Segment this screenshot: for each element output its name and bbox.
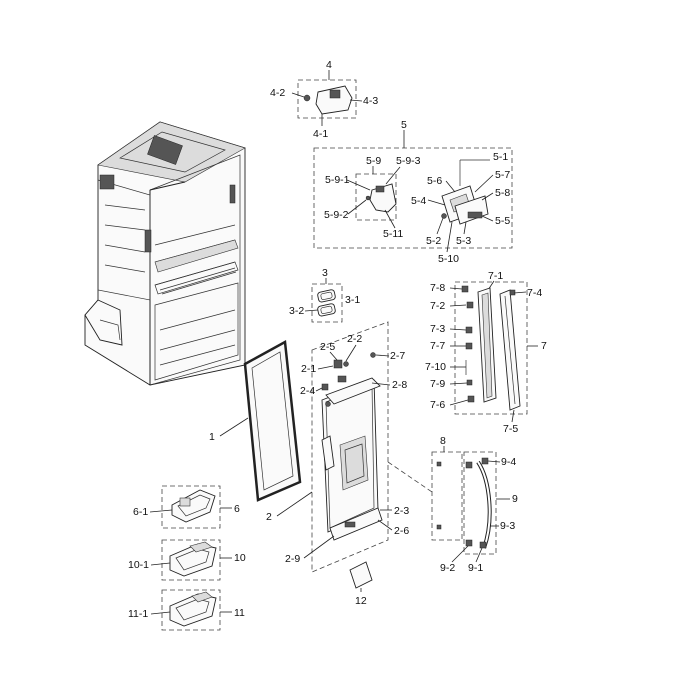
cabinet-drawing [84,121,246,386]
label-5-3: 5-3 [456,235,471,247]
label-5-11: 5-11 [383,228,403,240]
label-7-9: 7-9 [430,378,445,390]
door-assembly: 2-5 2-2 2-1 2-7 2-4 2-8 2 2-3 2-6 2-9 [266,321,409,573]
label-2-2: 2-2 [347,333,362,345]
label-9-1: 9-1 [468,562,483,574]
label-1: 1 [209,431,215,443]
group-3: 3 3-1 3-2 [289,267,360,323]
label-5-4: 5-4 [411,195,426,207]
label-10: 10 [234,552,246,564]
label-2-4: 2-4 [300,385,315,397]
label-3-1: 3-1 [345,294,360,306]
label-7-7: 7-7 [430,340,445,352]
label-5-9: 5-9 [366,155,381,167]
label-5-5: 5-5 [495,215,510,227]
label-5-6: 5-6 [427,175,442,187]
label-5-7: 5-7 [495,169,510,181]
group-11: 11-1 11 [128,589,245,631]
label-5-10: 5-10 [438,253,459,265]
label-5-9-3: 5-9-3 [396,155,421,167]
label-6: 6 [234,503,240,515]
label-2: 2 [266,511,272,523]
connector-line [387,461,433,493]
label-11-1: 11-1 [128,608,148,620]
label-7: 7 [541,340,547,352]
label-7-5: 7-5 [503,423,518,435]
label-8: 8 [440,435,446,447]
label-2-5: 2-5 [320,341,335,353]
group-6: 6-1 6 [133,485,240,529]
label-2-3: 2-3 [394,505,409,517]
label-3-2: 3-2 [289,305,304,317]
group-7: 7-1 7-8 7-2 7-3 7-7 7-10 7-9 7-6 7-4 7 7 [425,270,547,435]
label-5-8: 5-8 [495,187,510,199]
label-9-3: 9-3 [500,520,515,532]
label-7-10: 7-10 [425,361,446,373]
label-10-1: 10-1 [128,559,149,571]
label-4-3: 4-3 [363,95,378,107]
label-2-9: 2-9 [285,553,300,565]
label-4: 4 [326,59,332,71]
item-12: 12 [349,561,373,607]
group-5: 5 5-9 5-9-3 5-9-1 5-9-2 5-11 5-1 5-6 5-7… [313,119,513,265]
label-7-3: 7-3 [430,323,445,335]
label-7-6: 7-6 [430,399,445,411]
label-7-4: 7-4 [527,287,542,299]
label-2-1: 2-1 [301,363,316,375]
label-7-8: 7-8 [430,282,445,294]
label-11: 11 [234,607,245,619]
label-7-2: 7-2 [430,300,445,312]
label-4-2: 4-2 [270,87,285,99]
label-2-6: 2-6 [394,525,409,537]
label-2-7: 2-7 [390,350,405,362]
label-12: 12 [355,595,367,607]
item-1-gasket: 1 [209,339,302,502]
label-9-4: 9-4 [501,456,516,468]
group-4: 4 4-2 4-3 4-1 [270,59,378,140]
label-5: 5 [401,119,407,131]
label-7-1: 7-1 [488,270,503,282]
group-8-9: 8 9-4 9 9-3 9-2 9-1 [431,435,518,574]
label-3: 3 [322,267,328,279]
label-9-2: 9-2 [440,562,455,574]
label-5-9-2: 5-9-2 [324,209,349,221]
label-2-8: 2-8 [392,379,407,391]
group-10: 10-1 10 [128,539,246,581]
label-5-2: 5-2 [426,235,441,247]
label-5-9-1: 5-9-1 [325,174,350,186]
label-5-1: 5-1 [493,151,508,163]
label-6-1: 6-1 [133,506,148,518]
label-4-1: 4-1 [313,128,328,140]
label-9: 9 [512,493,518,505]
